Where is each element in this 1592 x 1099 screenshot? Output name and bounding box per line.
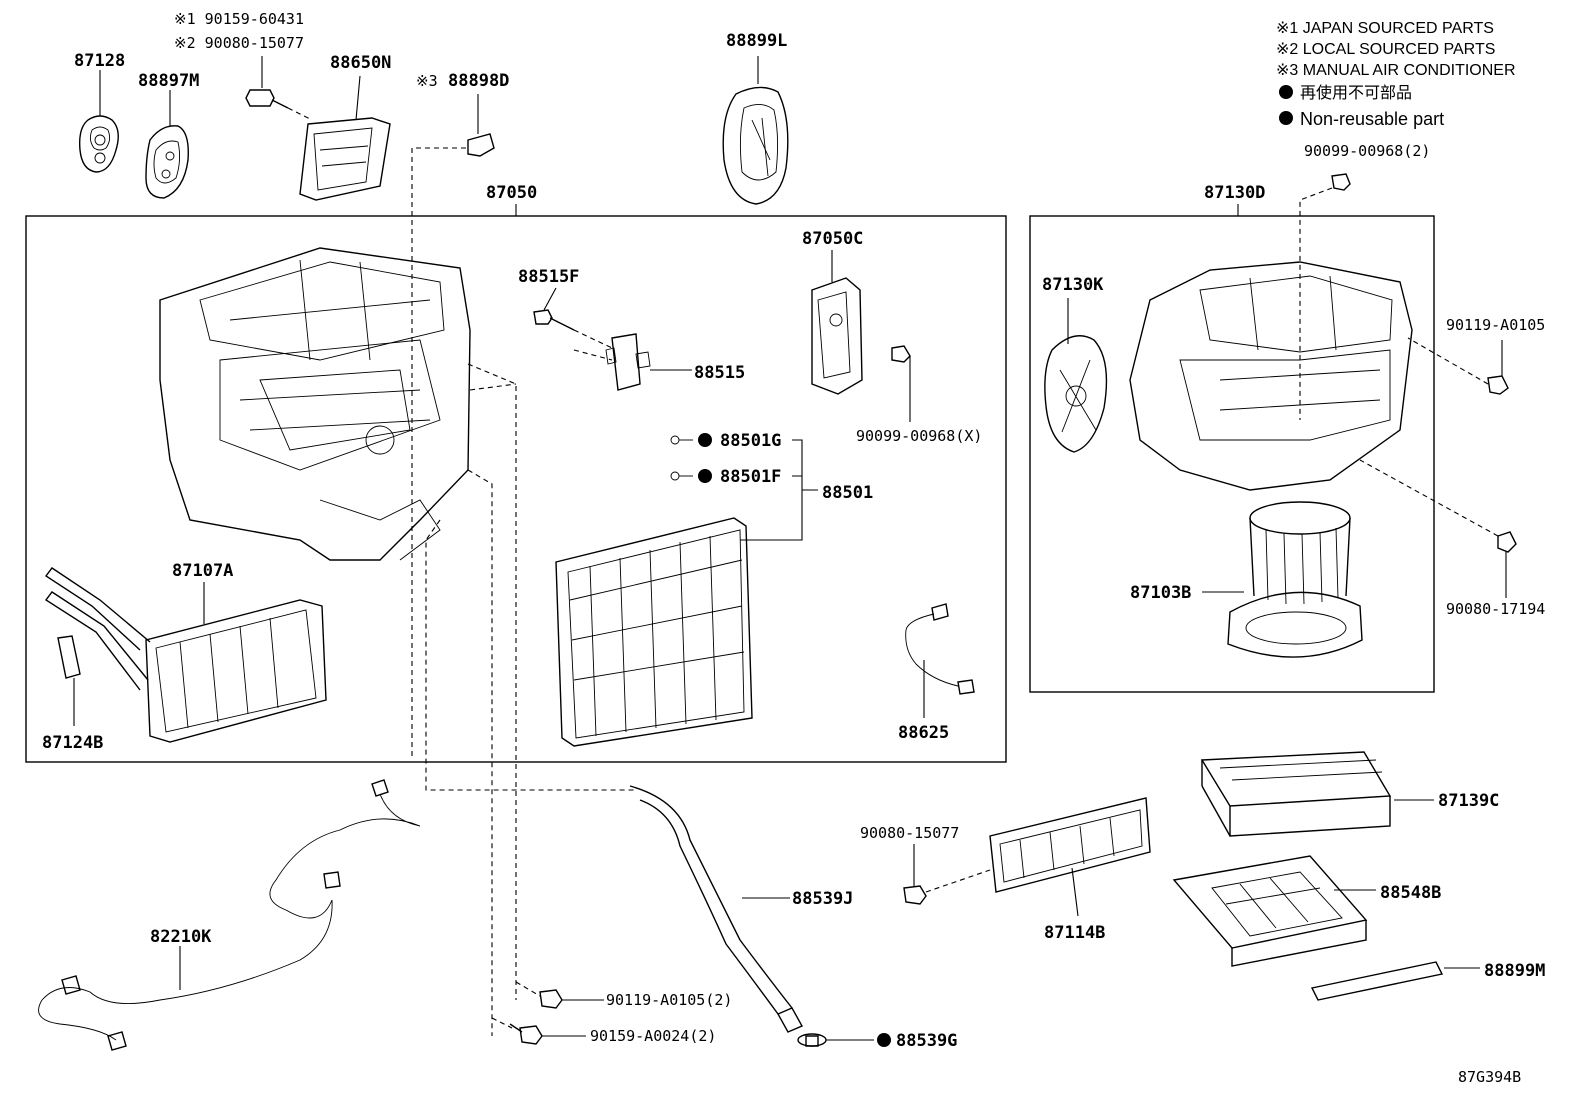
filter-frame-88548B-drawing [1172, 855, 1376, 967]
clip-87124B-drawing [57, 635, 81, 726]
part-87130K-drawing [1044, 298, 1108, 453]
o-ring-marks [670, 433, 818, 541]
screw-90159-60431-drawing [245, 56, 313, 121]
label-90099-00968-2: 90099-00968(2) [1304, 142, 1430, 160]
strip-88899M-drawing [1310, 961, 1480, 1001]
label-88899M: 88899M [1484, 961, 1545, 981]
label-90159-A0024-2: 90159-A0024(2) [590, 1027, 716, 1045]
evaporator-88501-drawing [555, 517, 753, 747]
bolt-88515F-drawing [533, 287, 613, 349]
filter-87139C-drawing [1200, 751, 1434, 837]
nut-90080-17194-drawing [1359, 459, 1517, 598]
screw-90119-A0105-drawing [1407, 337, 1509, 395]
note-manual-ac: ※3 MANUAL AIR CONDITIONER [1276, 62, 1516, 79]
label-88501: 88501 [822, 483, 873, 503]
label-90159-60431: ※1 90159-60431 [174, 10, 304, 28]
part-88515-drawing [573, 333, 692, 391]
screw-90119-A0105-2-drawing [515, 981, 604, 1009]
label-87050: 87050 [486, 183, 537, 203]
wire-harness-82210K-drawing [38, 779, 421, 1051]
label-87050C: 87050C [802, 229, 863, 249]
label-87139C: 87139C [1438, 791, 1499, 811]
part-87128-drawing [78, 70, 119, 173]
nonreusable-bullet-en [1279, 111, 1293, 125]
drain-hose-88539J-drawing [629, 785, 803, 1033]
screw-90080-15077-drawing [903, 844, 991, 905]
unit-87130D-frame [1029, 215, 1435, 693]
label-87114B: 87114B [1044, 923, 1105, 943]
note-nonreusable-en: Non-reusable part [1300, 109, 1444, 129]
label-90119-A0105: 90119-A0105 [1446, 316, 1545, 334]
part-88650N-drawing [299, 75, 391, 201]
label-88501G: 88501G [720, 431, 781, 451]
label-88548B: 88548B [1380, 883, 1441, 903]
label-88897M: 88897M [138, 71, 199, 91]
blower-case-87130D-drawing [1129, 261, 1413, 491]
label-90080-15077-top: ※2 90080-15077 [174, 34, 304, 52]
note-local-sourced: ※2 LOCAL SOURCED PARTS [1276, 41, 1495, 58]
label-88898D-mark: ※3 [416, 72, 438, 90]
label-87130D: 87130D [1204, 183, 1265, 203]
part-88899L-drawing [722, 56, 789, 205]
label-87130K: 87130K [1042, 275, 1104, 295]
part-88897M-drawing [145, 90, 189, 199]
label-88898D: 88898D [448, 71, 509, 91]
label-88539J: 88539J [792, 889, 853, 909]
label-88650N: 88650N [330, 53, 391, 73]
heater-core-87107A-drawing [44, 567, 327, 743]
label-88515F: 88515F [518, 267, 579, 287]
case-guide-lines [425, 363, 636, 1036]
label-88539G: 88539G [896, 1031, 957, 1051]
illustration-code: 87G394B [1458, 1068, 1521, 1086]
label-88899L: 88899L [726, 31, 787, 51]
part-87114B-drawing [989, 797, 1151, 917]
label-88625: 88625 [898, 723, 949, 743]
label-88515: 88515 [694, 363, 745, 383]
label-88501F: 88501F [720, 467, 781, 487]
label-87128: 87128 [74, 51, 125, 71]
label-90080-15077: 90080-15077 [860, 824, 959, 842]
part-87050C-drawing [811, 250, 863, 395]
label-82210K: 82210K [150, 927, 212, 947]
part-88898D-drawing [411, 94, 495, 760]
label-87107A: 87107A [172, 561, 233, 581]
hvac-case-87050-drawing [159, 247, 471, 561]
label-87103B: 87103B [1130, 583, 1191, 603]
screw-90099-00968-2-drawing [1299, 173, 1351, 420]
label-90119-A0105-2: 90119-A0105(2) [606, 991, 732, 1009]
nonreusable-bullet-jp [1279, 85, 1293, 99]
label-87124B: 87124B [42, 733, 103, 753]
note-nonreusable-jp: 再使用不可部品 [1300, 84, 1412, 102]
harness-88625-drawing [905, 603, 975, 718]
clip-88539G-drawing [797, 1033, 891, 1047]
note-japan-sourced: ※1 JAPAN SOURCED PARTS [1276, 20, 1494, 37]
blower-motor-87103B-drawing [1202, 501, 1363, 658]
label-90080-17194: 90080-17194 [1446, 600, 1545, 618]
screw-90159-A0024-2-drawing [491, 1017, 586, 1045]
label-90099-00968X: 90099-00968(X) [856, 427, 982, 445]
screw-90099-00968X-drawing [891, 345, 911, 422]
